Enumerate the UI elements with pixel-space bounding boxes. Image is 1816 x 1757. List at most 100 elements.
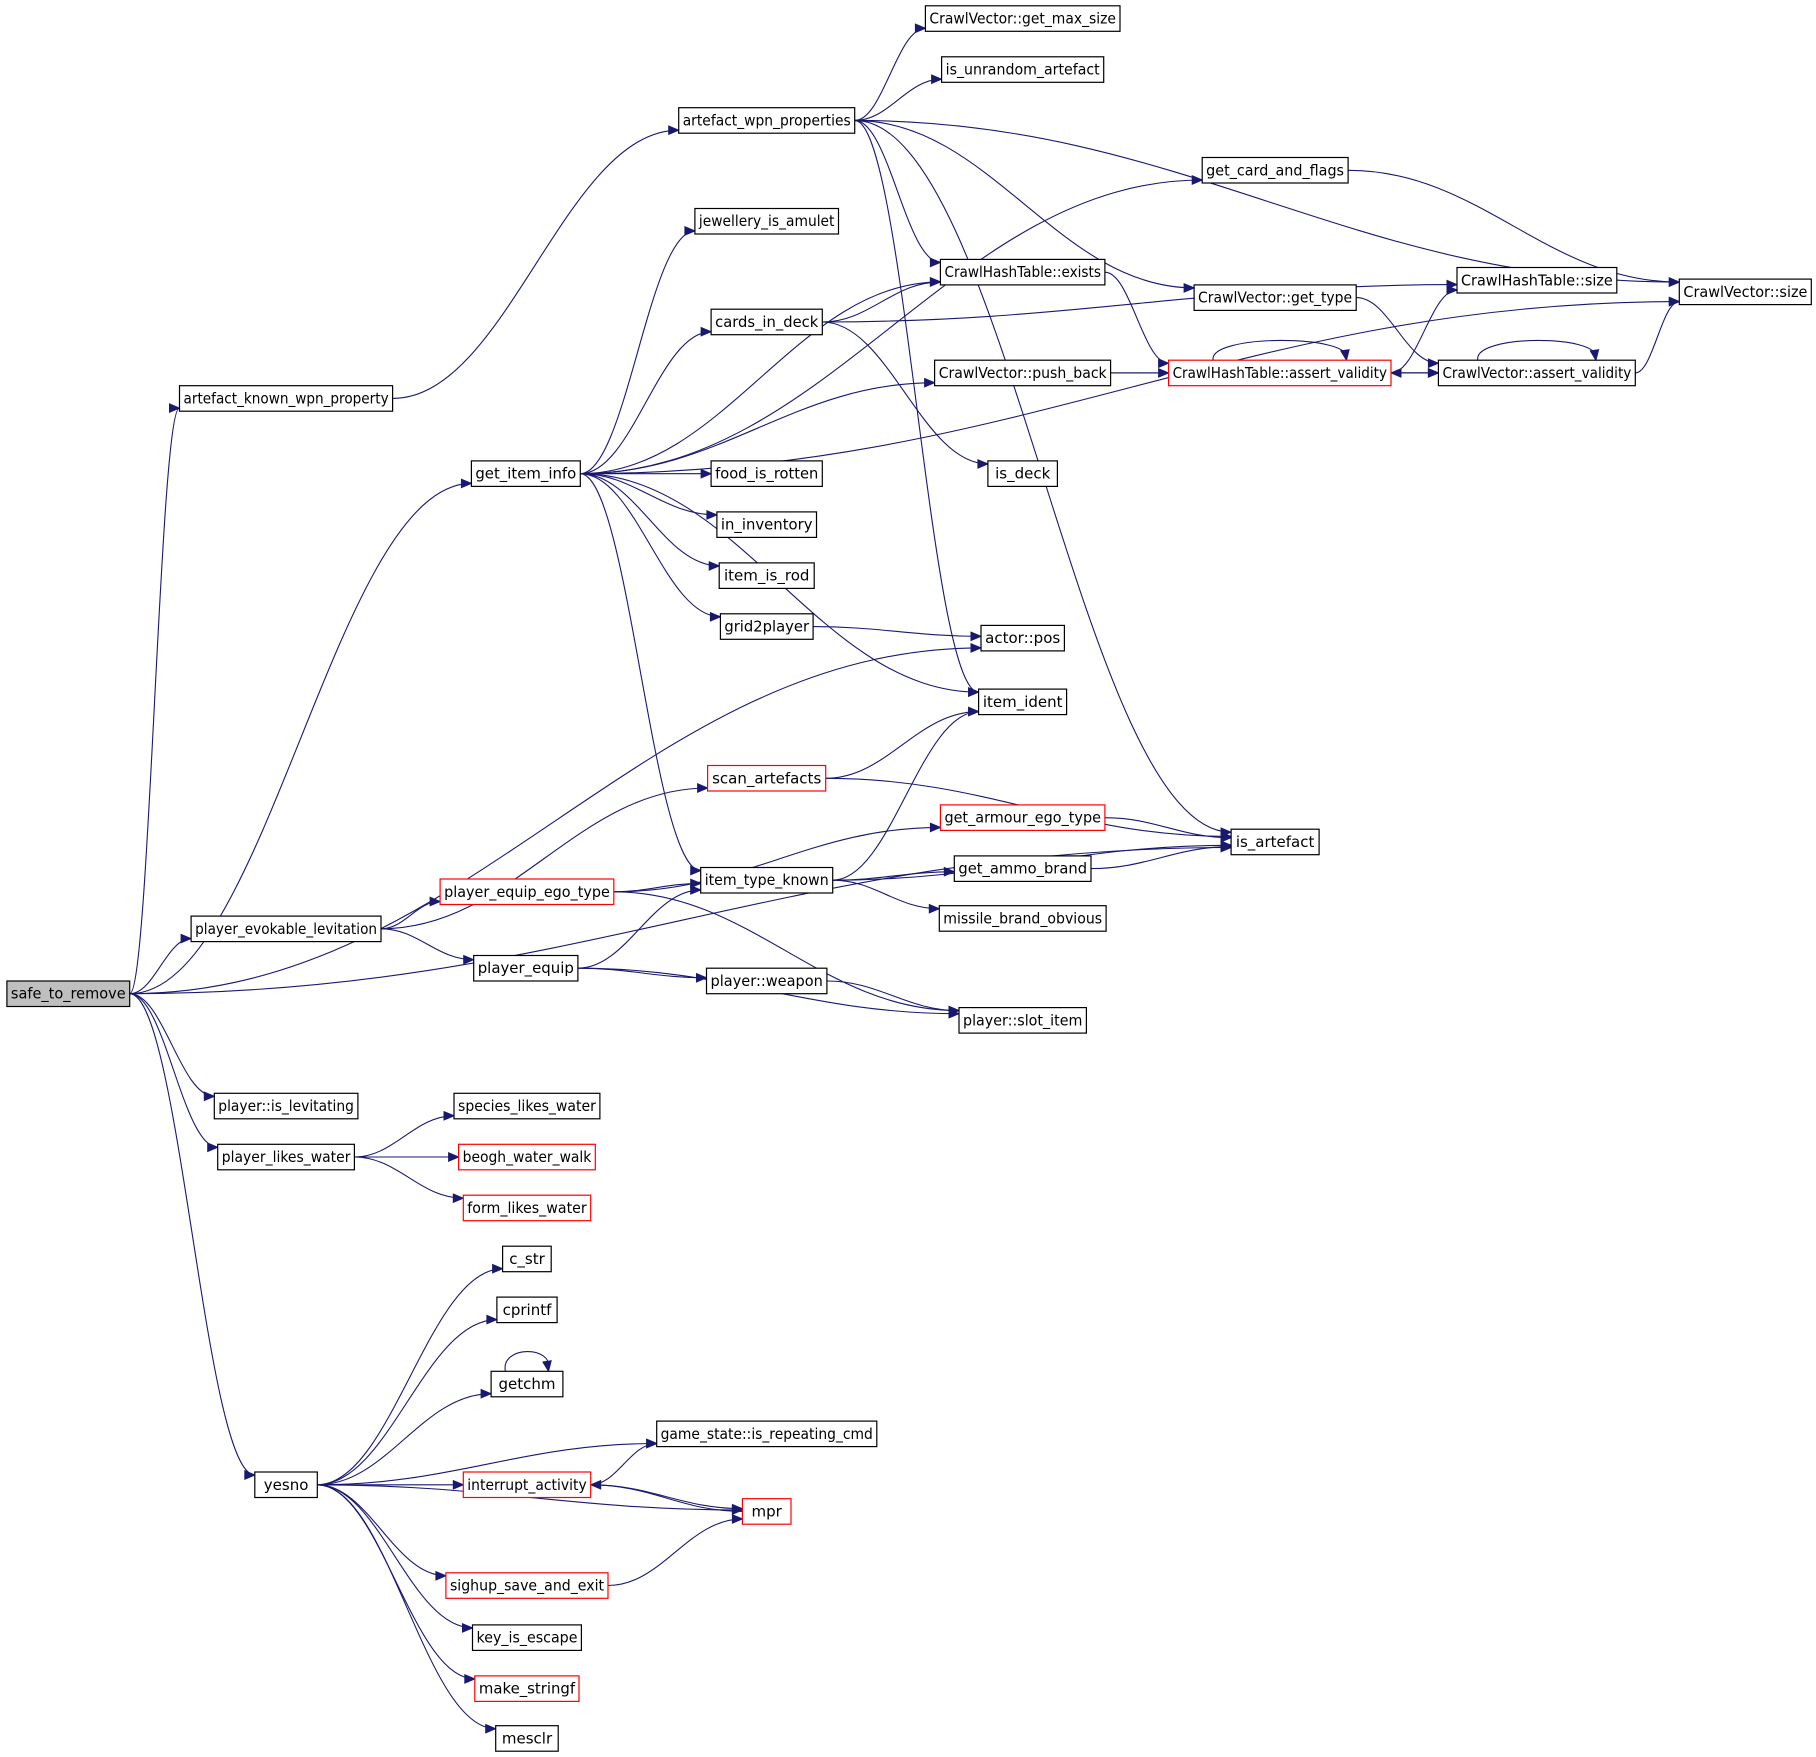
edge-yesno-to-sighup-save-and-exit [317,1484,448,1581]
node-player-weapon[interactable]: player::weapon [705,967,828,995]
node-crawlvector-size[interactable]: CrawlVector::size [1678,278,1812,306]
node-player-slot-item[interactable]: player::slot_item [958,1006,1088,1034]
node-crawlvector-get-max-size[interactable]: CrawlVector::get_max_size [924,5,1121,32]
edge-arrowhead [1668,296,1681,307]
node-get-card-and-flags[interactable]: get_card_and_flags [1201,156,1349,184]
edge-line [129,482,472,995]
node-grid2player[interactable]: grid2player [719,613,814,640]
edge-line [380,787,708,930]
node-cards-in-deck[interactable]: cards_in_deck [710,308,823,336]
node-species-likes-water[interactable]: species_likes_water [453,1092,601,1120]
edge-safe-to-remove-to-artefact-known-wpn-property [129,403,181,995]
edge-arrowhead [709,611,722,622]
node-box [490,1370,564,1398]
node-box [1437,359,1636,387]
node-crawlhashtable-size[interactable]: CrawlHashTable::size [1456,266,1618,294]
node-sighup-save-and-exit[interactable]: sighup_save_and_exit [445,1572,609,1599]
node-yesno[interactable]: yesno [254,1471,318,1499]
edge-line [613,826,941,893]
edge-arrowhead [968,706,980,717]
edge-arrowhead [731,1513,744,1524]
node-player-equip[interactable]: player_equip [473,954,579,982]
edge-line [854,119,1680,283]
node-box [705,967,828,995]
edge-line [1090,846,1232,870]
node-form-likes-water[interactable]: form_likes_water [462,1194,592,1222]
node-player-evokable-levitation[interactable]: player_evokable_levitation [190,915,382,943]
node-getchm[interactable]: getchm [490,1370,564,1398]
node-safe-to-remove[interactable]: safe_to_remove [6,980,131,1008]
node-label: actor::pos [985,629,1060,647]
edge-arrowhead [1668,277,1681,288]
node-is-deck[interactable]: is_deck [987,460,1059,487]
edge-line [580,473,717,516]
node-mesclr[interactable]: mesclr [495,1725,559,1752]
edge-arrowhead [924,377,936,388]
node-get-item-info[interactable]: get_item_info [470,460,581,487]
node-label: player_equip [478,959,574,978]
node-box [190,915,382,943]
node-crawlvector-push-back[interactable]: CrawlVector::push_back [933,359,1112,387]
edge-arrowhead [1339,349,1350,362]
node-crawlvector-assert-validity[interactable]: CrawlVector::assert_validity [1437,359,1636,387]
node-mpr[interactable]: mpr [741,1498,792,1525]
node-is-artefact[interactable]: is_artefact [1230,828,1320,856]
node-item-type-known[interactable]: item_type_known [700,866,834,894]
edge-arrowhead [207,1142,219,1153]
node-jewellery-is-amulet[interactable]: jewellery_is_amulet [694,207,840,235]
node-label: is_deck [995,465,1050,484]
node-player-is-levitating[interactable]: player::is_levitating [213,1092,359,1120]
edge-arrowhead [929,257,942,268]
node-label: cards_in_deck [715,313,818,332]
node-label: species_likes_water [458,1097,597,1116]
node-label: beogh_water_walk [463,1148,592,1167]
edge-line [354,1115,455,1158]
node-label: CrawlHashTable::size [1461,271,1613,289]
node-game-state-is-repeating-cmd[interactable]: game_state::is_repeating_cmd [656,1420,878,1448]
edge-line [392,129,679,399]
node-item-is-rod[interactable]: item_is_rod [718,562,815,590]
node-box [933,359,1112,387]
node-box [445,1572,609,1599]
node-box [678,107,856,134]
edge-line [832,879,940,910]
edge-arrowhead [1191,175,1204,185]
node-label: cprintf [503,1301,552,1319]
node-box [1678,278,1812,306]
node-player-likes-water[interactable]: player_likes_water [217,1143,355,1171]
node-label: player::slot_item [963,1011,1082,1030]
node-actor-pos[interactable]: actor::pos [980,624,1066,652]
edge-player-equip-ego-type-to-item-type-known [613,878,702,893]
node-crawlhashtable-exists[interactable]: CrawlHashTable::exists [939,258,1106,286]
node-get-ammo-brand[interactable]: get_ammo_brand [953,855,1092,883]
node-box [694,207,840,235]
node-box [1167,359,1392,387]
node-box [924,5,1121,32]
node-interrupt-activity[interactable]: interrupt_activity [462,1471,592,1499]
node-is-unrandom-artefact[interactable]: is_unrandom_artefact [940,56,1105,83]
node-item-ident[interactable]: item_ident [977,688,1068,716]
node-make-stringf[interactable]: make_stringf [474,1675,580,1703]
node-c-str[interactable]: c_str [502,1245,552,1273]
edge-line [590,1442,657,1486]
node-cprintf[interactable]: cprintf [496,1296,558,1324]
node-beogh-water-walk[interactable]: beogh_water_walk [458,1143,596,1171]
node-artefact-wpn-properties[interactable]: artefact_wpn_properties [678,107,856,134]
edge-arrowhead [1158,358,1170,369]
node-in-inventory[interactable]: in_inventory [716,511,818,538]
node-player-equip-ego-type[interactable]: player_equip_ego_type [439,878,615,906]
node-get-armour-ego-type[interactable]: get_armour_ego_type [939,804,1106,832]
node-key-is-escape[interactable]: key_is_escape [471,1624,583,1652]
node-box [1456,266,1618,294]
node-scan-artefacts[interactable]: scan_artefacts [706,764,827,792]
edge-arrowhead [690,865,702,876]
node-artefact-known-wpn-property[interactable]: artefact_known_wpn_property [178,385,394,412]
edge-arrowhead [970,631,983,642]
edge-arrowhead [929,276,942,287]
node-food-is-rotten[interactable]: food_is_rotten [710,460,823,487]
node-box [217,1143,355,1171]
node-missile-brand-obvious[interactable]: missile_brand_obvious [938,905,1107,932]
node-crawlhashtable-assert-validity[interactable]: CrawlHashTable::assert_validity [1167,359,1392,387]
node-crawlvector-get-type[interactable]: CrawlVector::get_type [1193,284,1357,311]
